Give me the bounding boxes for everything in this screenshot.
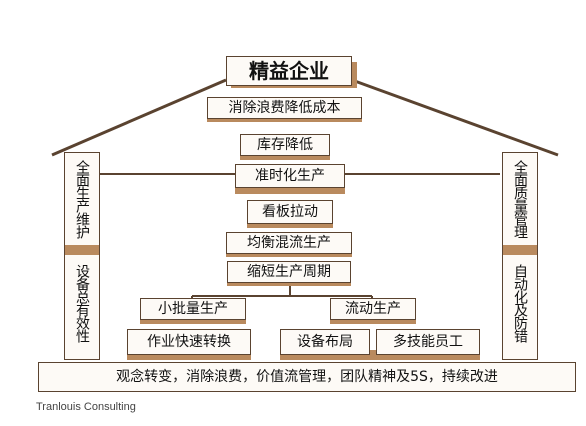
page-title: 精益企业 bbox=[249, 59, 329, 83]
right-pillar-lower: 自动化及防错 bbox=[512, 264, 528, 342]
roof-level-3: 准时化生产 bbox=[235, 164, 345, 188]
right-pillar: 全面质量管理 自动化及防错 bbox=[502, 152, 538, 360]
center-item-3: 缩短生产周期 bbox=[227, 261, 351, 283]
right-branch-bottom-right: 多技能员工 bbox=[376, 329, 480, 355]
roof-level-2: 库存降低 bbox=[240, 134, 330, 156]
credit-text: Tranlouis Consulting bbox=[36, 401, 136, 413]
left-pillar: 全面生产维护 设备总有效性 bbox=[64, 152, 100, 360]
left-pillar-lower: 设备总有效性 bbox=[74, 264, 90, 342]
center-item-2: 均衡混流生产 bbox=[226, 232, 352, 254]
title-box: 精益企业 bbox=[226, 56, 352, 86]
left-branch-top: 小批量生产 bbox=[140, 298, 246, 320]
left-branch-bottom: 作业快速转换 bbox=[127, 329, 251, 355]
right-branch-top: 流动生产 bbox=[330, 298, 416, 320]
center-item-1: 看板拉动 bbox=[247, 200, 333, 224]
right-branch-bottom-left: 设备布局 bbox=[280, 329, 370, 355]
roof-level-1: 消除浪费降低成本 bbox=[207, 97, 362, 119]
foundation: 观念转变，消除浪费，价值流管理，团队精神及5S，持续改进 bbox=[38, 362, 576, 392]
left-pillar-upper: 全面生产维护 bbox=[74, 160, 90, 238]
right-pillar-upper: 全面质量管理 bbox=[512, 160, 528, 238]
